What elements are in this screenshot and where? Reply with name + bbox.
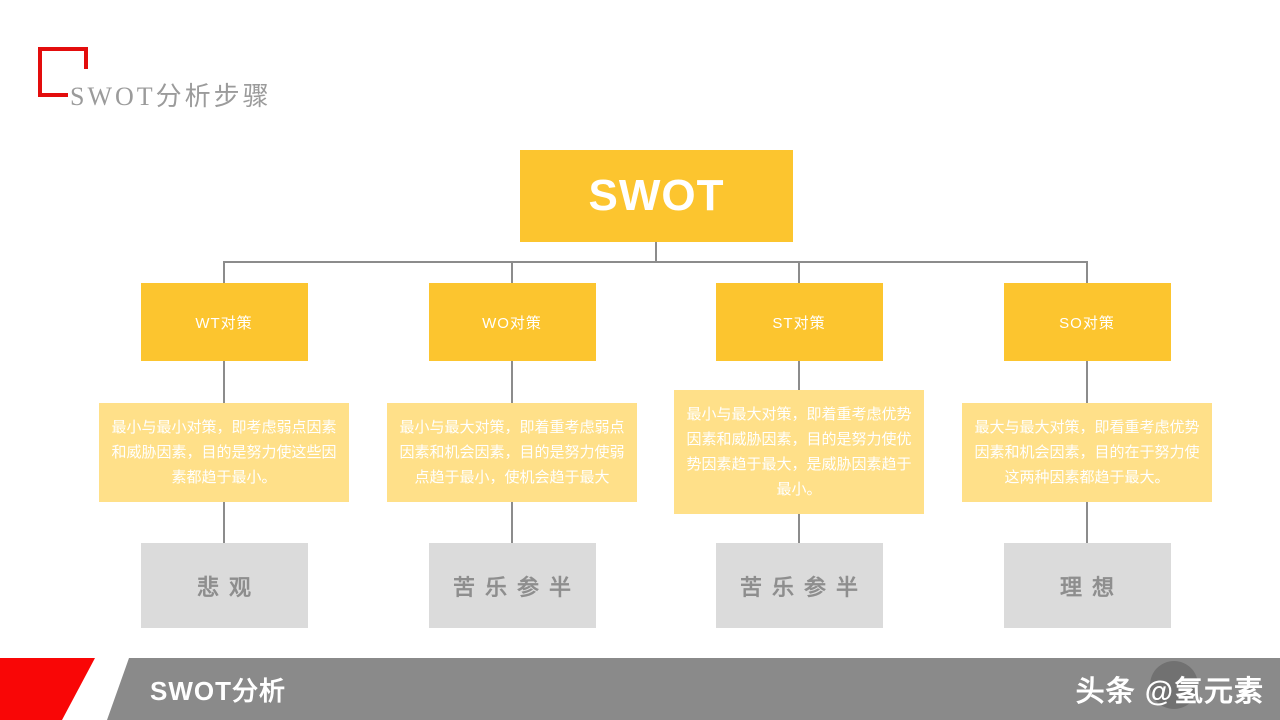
footer-bar: SWOT分析 头条 @氢元素 [0,658,1280,720]
description-node: 最小与最大对策，即着重考虑优势因素和威胁因素，目的是努力使优势因素趋于最大，是威… [674,390,924,514]
description-band: 最大与最大对策，即看重考虑优势因素和机会因素，目的在于努力使这两种因素都趋于最大… [962,361,1212,543]
connector-root-vertical [655,242,657,262]
description-node: 最小与最小对策，即考虑弱点因素和威胁因素，目的是努力使这些因素都趋于最小。 [99,402,349,502]
description-node: 最大与最大对策，即看重考虑优势因素和机会因素，目的在于努力使这两种因素都趋于最大… [962,402,1212,502]
page-title: SWOT分析步骤 [70,82,272,111]
diagram-column-wt: WT对策 最小与最小对策，即考虑弱点因素和威胁因素，目的是努力使这些因素都趋于最… [99,283,349,628]
connector-stub [1086,262,1088,283]
bracket-left-line [38,47,42,97]
bracket-right-line [84,47,88,69]
diagram-column-st: ST对策 最小与最大对策，即着重考虑优势因素和威胁因素，目的是努力使优势因素趋于… [674,283,924,628]
description-band: 最小与最大对策，即着重考虑弱点因素和机会因素，目的是努力使弱点趋于最小，使机会趋… [387,361,637,543]
description-band: 最小与最小对策，即考虑弱点因素和威胁因素，目的是努力使这些因素都趋于最小。 [99,361,349,543]
strategy-node: WO对策 [428,283,596,361]
footer-gray-band [107,658,1280,720]
result-node: 悲观 [140,543,308,628]
bracket-bottom-line [38,93,68,97]
diagram-column-so: SO对策 最大与最大对策，即看重考虑优势因素和机会因素，目的在于努力使这两种因素… [962,283,1212,628]
diagram-column-wo: WO对策 最小与最大对策，即着重考虑弱点因素和机会因素，目的是努力使弱点趋于最小… [387,283,637,628]
connector-horizontal-rail [223,261,1088,263]
connector-stub [798,262,800,283]
strategy-node: ST对策 [715,283,883,361]
result-node: 理想 [1003,543,1171,628]
description-band: 最小与最大对策，即着重考虑优势因素和威胁因素，目的是努力使优势因素趋于最大，是威… [674,361,924,543]
result-node: 苦乐参半 [428,543,596,628]
corner-bracket-decoration [38,47,88,97]
bracket-top-line [38,47,88,51]
description-node: 最小与最大对策，即着重考虑弱点因素和机会因素，目的是努力使弱点趋于最小，使机会趋… [387,402,637,502]
connector-stub [223,262,225,283]
result-node: 苦乐参半 [715,543,883,628]
strategy-node: SO对策 [1003,283,1171,361]
strategy-node: WT对策 [140,283,308,361]
connector-stub [511,262,513,283]
footer-section-label: SWOT分析 [150,675,286,706]
watermark-text: 头条 @氢元素 [1075,676,1264,708]
swot-root-node: SWOT [520,150,793,242]
watermark-circle [1150,661,1198,709]
watermark: 头条 @氢元素 [1076,658,1264,720]
